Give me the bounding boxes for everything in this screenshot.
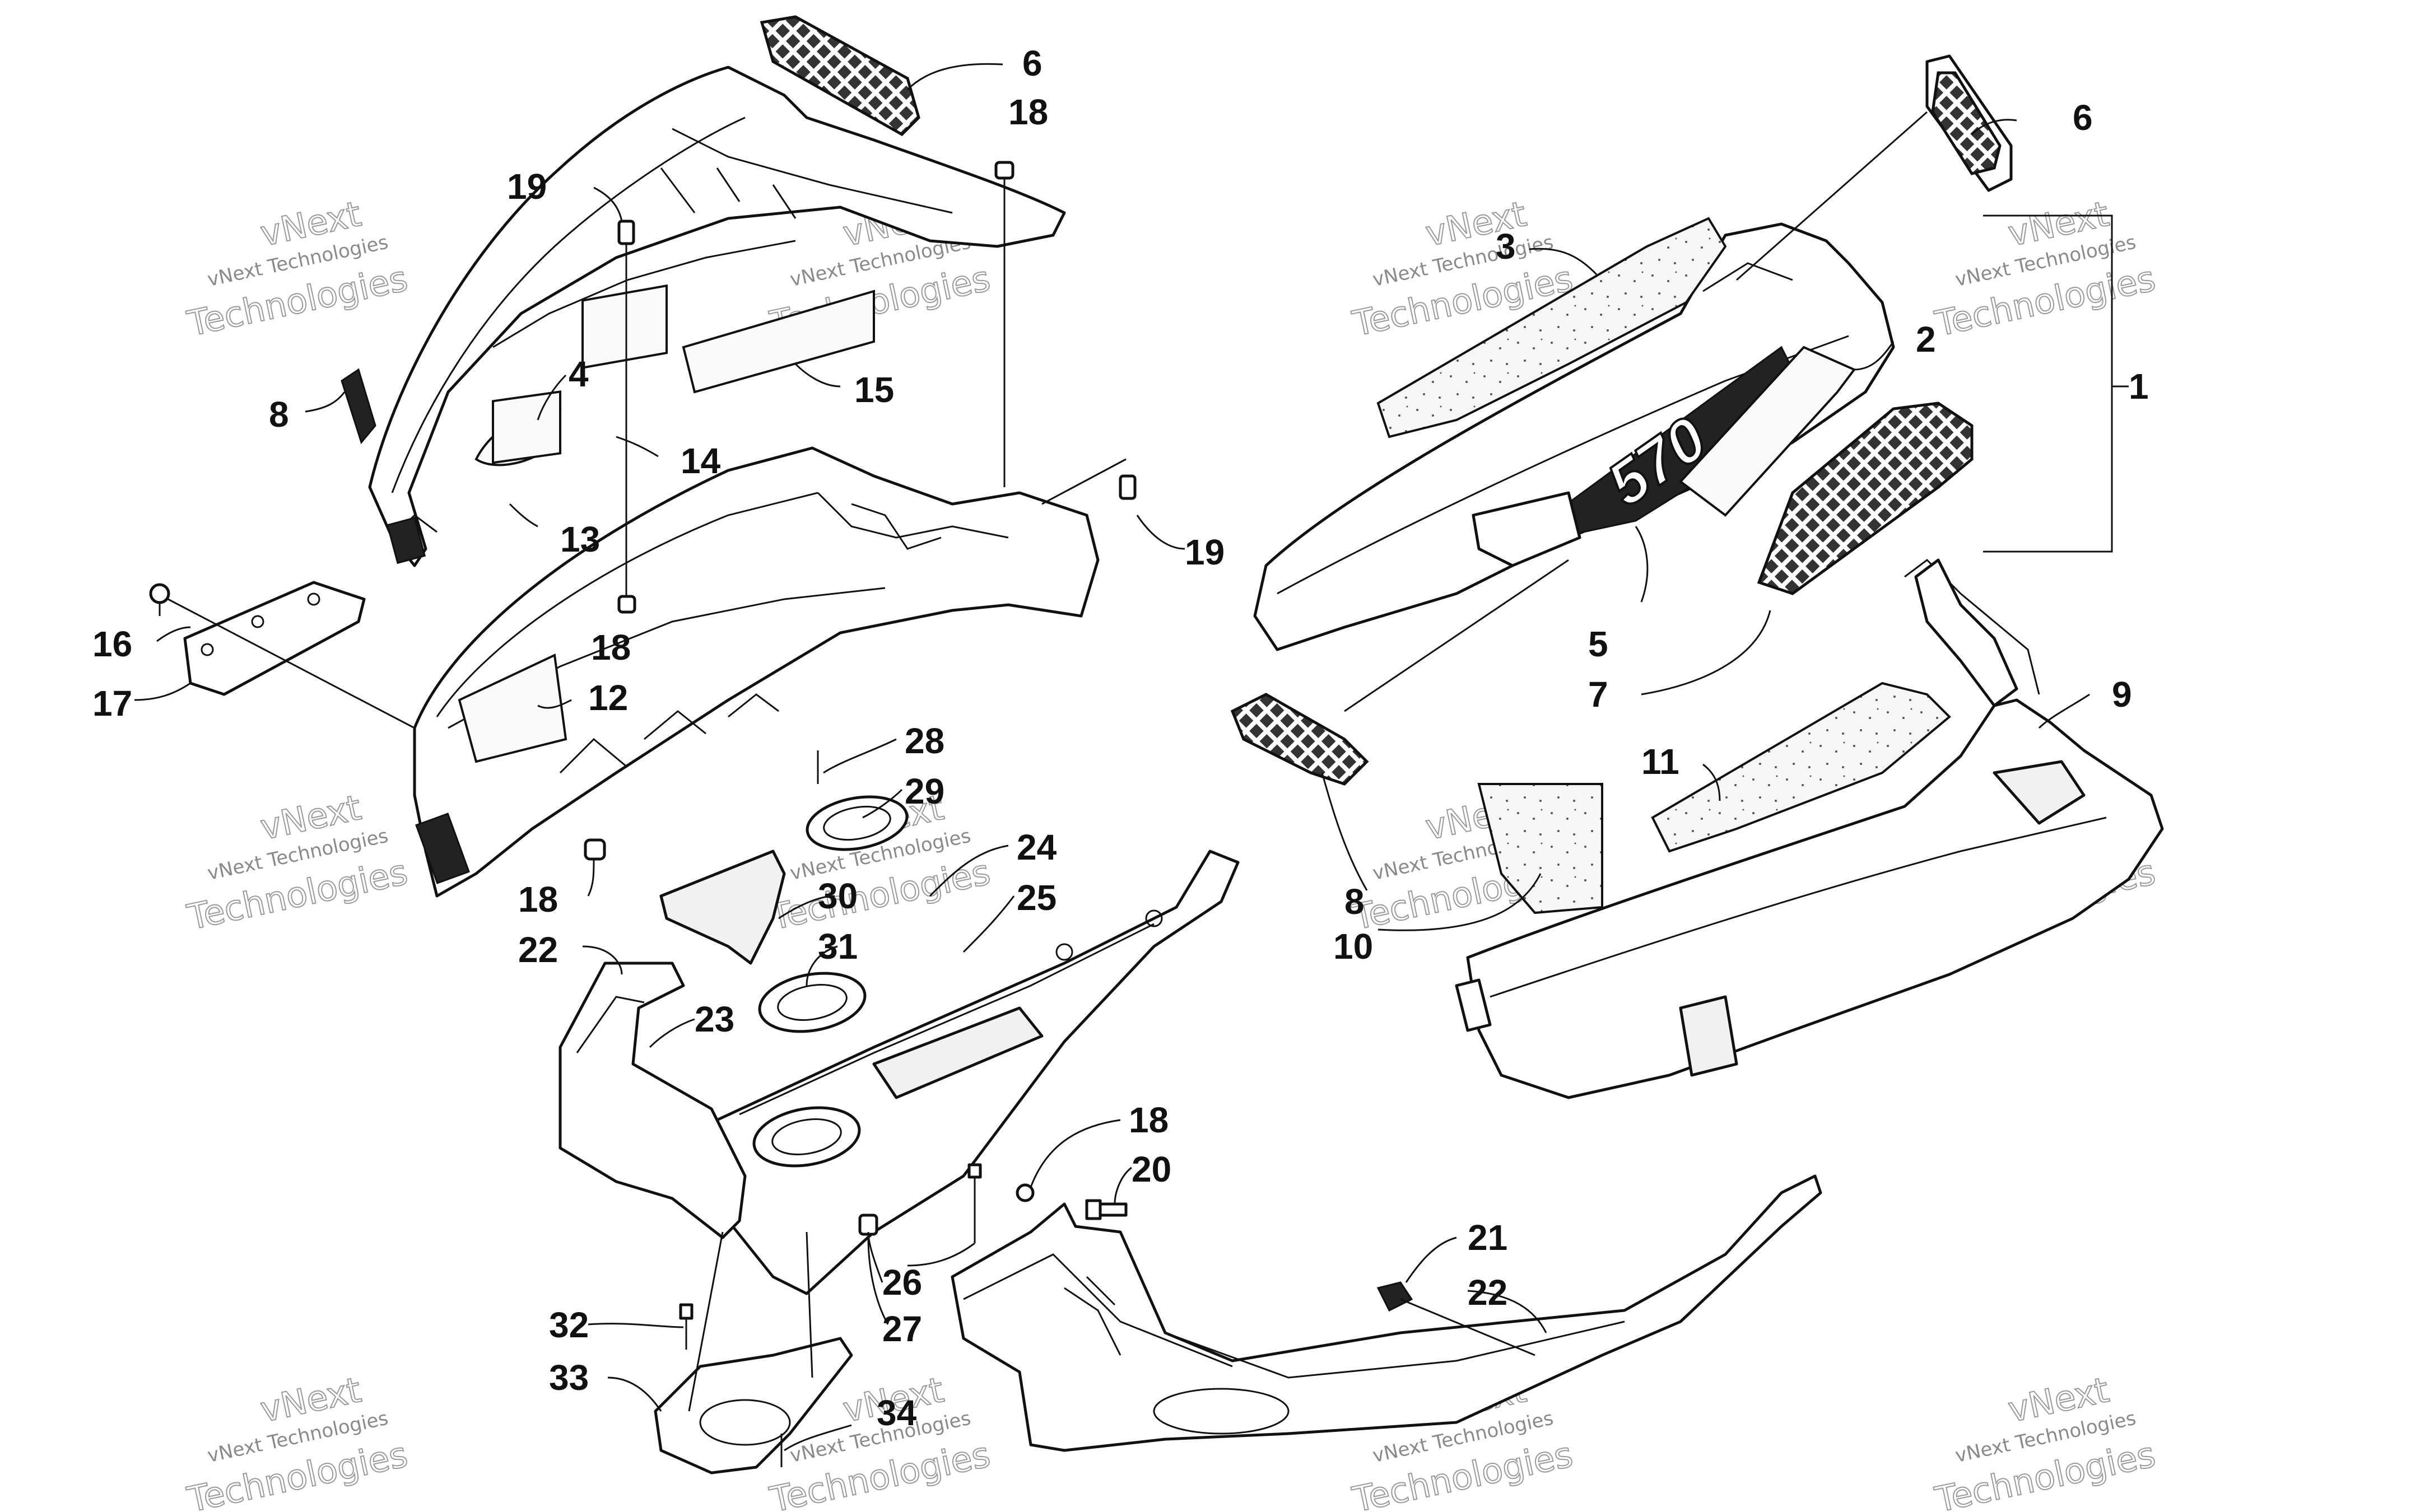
callout-8-right: 8 <box>1344 881 1365 922</box>
callout-26: 26 <box>882 1262 922 1303</box>
foam-11 <box>1651 682 1951 853</box>
callout-5: 5 <box>1588 624 1608 664</box>
callout-7: 7 <box>1588 674 1608 715</box>
callout-23: 23 <box>695 999 734 1039</box>
callout-18-top: 18 <box>1008 92 1048 132</box>
callout-22-left: 22 <box>518 930 558 970</box>
fastener-16 <box>149 583 170 616</box>
callout-18-mid: 18 <box>591 627 631 668</box>
callout-20: 20 <box>1132 1149 1171 1189</box>
grommet-pan-lower <box>752 1106 861 1168</box>
callout-27: 27 <box>882 1309 922 1349</box>
callout-6-right: 6 <box>2073 97 2093 138</box>
vent-grille-8-right <box>1230 693 1369 786</box>
callout-19-top: 19 <box>507 166 547 207</box>
front-skid-33 <box>654 1337 853 1474</box>
callout-8: 8 <box>269 394 289 435</box>
decal-14 <box>581 284 668 369</box>
watermark-bottom-left: vNext Technologies vNext Technologies <box>183 1369 412 1512</box>
callout-25: 25 <box>1017 878 1057 918</box>
grey-panel-24 <box>872 1006 1044 1099</box>
callout-28: 28 <box>905 721 944 761</box>
scoop-right <box>1472 491 1581 567</box>
foam-10 <box>1477 783 1603 914</box>
decal-2 <box>1679 346 1856 517</box>
decal-12 <box>458 654 567 763</box>
rivet-32 <box>679 1303 694 1350</box>
callout-14: 14 <box>681 441 721 481</box>
decal-15 <box>682 290 875 394</box>
vent-grille-7 <box>1757 402 1974 595</box>
callout-32: 32 <box>549 1305 589 1345</box>
fastener-27 <box>858 1214 878 1236</box>
lower-side-panel <box>951 1174 1822 1452</box>
fastener-18-low <box>584 838 606 861</box>
decal-13 <box>492 390 561 464</box>
callout-11: 11 <box>1641 741 1679 782</box>
callout-29: 29 <box>905 771 944 811</box>
callout-21: 21 <box>1468 1217 1507 1258</box>
callout-18-low: 18 <box>518 879 558 920</box>
vent-grille-6-right <box>1925 54 2013 192</box>
callout-4: 4 <box>569 354 589 394</box>
callout-31: 31 <box>818 926 858 967</box>
side-handle-left <box>341 368 376 445</box>
lower-cowl-panel <box>413 446 1100 898</box>
upper-hood-panel <box>368 66 1066 567</box>
callout-17: 17 <box>92 683 132 724</box>
bracket-17 <box>183 581 366 696</box>
bolt-20 <box>1085 1199 1128 1220</box>
watermark-top-left: vNext Technologies vNext Technologies <box>183 193 412 345</box>
callout-18-bottom: 18 <box>1129 1100 1169 1140</box>
callout-leaders <box>134 63 2090 1452</box>
fastener-18-mid <box>617 595 636 614</box>
grommet-29 <box>806 795 909 851</box>
callout-30: 30 <box>818 876 858 916</box>
callout-13: 13 <box>560 519 600 559</box>
left-duct-22 <box>559 962 747 1239</box>
rivet-26 <box>967 1163 982 1243</box>
callout-9: 9 <box>2112 674 2132 715</box>
callout-12: 12 <box>588 678 628 718</box>
grommet-31 <box>758 972 867 1033</box>
callout-labels: 1 2 3 4 5 6 6 7 8 8 9 10 11 12 13 14 15 … <box>92 43 2149 1433</box>
callout-15: 15 <box>854 370 894 410</box>
vent-grille-left <box>760 15 920 137</box>
fastener-19-right <box>1119 474 1137 500</box>
callout-16: 16 <box>92 624 132 664</box>
fastener-18-top <box>994 161 1014 180</box>
callout-33: 33 <box>549 1357 589 1398</box>
belly-pan-assembly <box>715 850 1240 1295</box>
callout-3: 3 <box>1496 226 1516 267</box>
side-panel-9 <box>1455 558 2164 1099</box>
callout-19-right: 19 <box>1185 532 1225 572</box>
callout-24: 24 <box>1017 827 1057 867</box>
fastener-18-bottom <box>1016 1183 1035 1202</box>
callout-1: 1 <box>2129 366 2149 407</box>
watermark-mid-left: vNext Technologies vNext Technologies <box>183 786 412 939</box>
callout-2: 2 <box>1916 319 1936 360</box>
callout-6: 6 <box>1022 43 1043 83</box>
foam-3 <box>1376 217 1727 438</box>
callout-22-right: 22 <box>1468 1272 1507 1313</box>
fastener-19-top <box>617 220 635 245</box>
heat-shield-30 <box>659 850 786 965</box>
clip-21 <box>1376 1281 1413 1312</box>
watermark-top-right: vNext Technologies vNext Technologies <box>1931 193 2160 345</box>
side-panel-2 <box>1253 222 1895 651</box>
callout-10: 10 <box>1333 926 1373 967</box>
watermark-bottom-right: vNext Technologies vNext Technologies <box>1931 1369 2160 1512</box>
callout-34: 34 <box>877 1393 917 1433</box>
